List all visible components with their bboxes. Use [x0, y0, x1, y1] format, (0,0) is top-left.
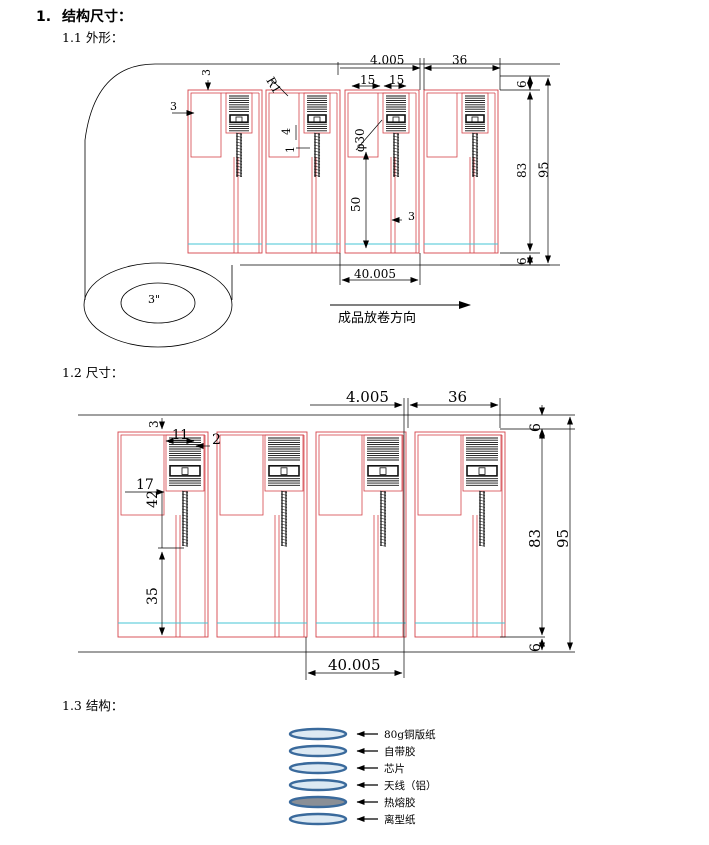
- antenna-inlay: [165, 434, 205, 547]
- figure-2-dimensions: [125, 398, 575, 680]
- antenna-inlay: [225, 92, 253, 177]
- antenna-inlay: [264, 434, 304, 547]
- dim-15b: 15: [389, 73, 404, 87]
- figure-2-text: 4.005 36 3 11 2 17 42 35 6 83 6 95 40.00…: [136, 388, 572, 674]
- dim-15a: 15: [360, 73, 375, 87]
- section-number: 1.: [36, 9, 52, 25]
- core-size-label: 3": [148, 293, 160, 306]
- subheading-shape: 1.1 外形：: [62, 30, 124, 45]
- dim-label-height-1: 83: [515, 163, 529, 178]
- dim-phi30: φ30: [353, 128, 367, 152]
- dim-4: 4: [280, 128, 293, 135]
- dim-bottom-margin-2: 6: [528, 643, 544, 652]
- figure-1-text: 4.005 36 15 15 R1 3 3 4 1 φ30 50 3 6 83 …: [148, 53, 552, 326]
- layer-disc: [288, 727, 348, 741]
- layer-label: 自带胶: [384, 745, 416, 758]
- dim-gap-1: 4.005: [370, 53, 404, 67]
- antenna-inlay: [303, 92, 331, 177]
- layer-item: 芯片: [288, 761, 405, 775]
- layer-disc: [288, 761, 348, 775]
- dim-gap-2: 4.005: [346, 388, 389, 406]
- antenna-inlay: [363, 434, 403, 547]
- layer-disc: [288, 778, 348, 792]
- dim-50: 50: [349, 197, 363, 212]
- layer-label: 热熔胶: [384, 796, 416, 809]
- roll-core: [120, 282, 196, 324]
- rfid-label: [315, 431, 407, 638]
- dim-3-left: 3: [170, 100, 177, 113]
- layer-item: 离型纸: [288, 812, 416, 826]
- dim-total-height-2: 95: [554, 529, 572, 548]
- roll-outer-end: [83, 262, 233, 348]
- layer-disc: [288, 744, 348, 758]
- dim-1: 1: [284, 146, 297, 153]
- antenna-inlay: [462, 434, 502, 547]
- layer-item: 自带胶: [288, 744, 416, 758]
- dim-pitch-1: 40.005: [354, 267, 396, 281]
- dim-35: 35: [145, 587, 161, 605]
- dim-3-2: 3: [147, 420, 161, 428]
- rfid-label: [344, 89, 420, 254]
- rfid-label: [216, 431, 308, 638]
- rfid-label: [187, 89, 263, 254]
- layer-label: 80g铜版纸: [384, 728, 436, 741]
- dim-width-2: 36: [448, 388, 467, 406]
- layer-disc: [288, 812, 348, 826]
- dim-total-height-1: 95: [537, 161, 552, 178]
- layer-label: 离型纸: [384, 813, 416, 826]
- dim-top-margin-1: 6: [515, 80, 529, 88]
- antenna-inlay: [382, 92, 410, 177]
- section-title: 结构尺寸：: [62, 9, 132, 25]
- roll-body: [84, 63, 156, 300]
- dim-17: 17: [136, 477, 154, 493]
- figure-2-web: [78, 414, 550, 653]
- rfid-label: [414, 431, 506, 638]
- subheading-structure: 1.3 结构：: [62, 698, 124, 713]
- layer-label: 芯片: [384, 762, 405, 775]
- dim-label-height-2: 83: [526, 529, 544, 548]
- section-heading: 1. 结构尺寸：: [36, 6, 132, 26]
- dim-width-1: 36: [452, 53, 467, 67]
- dim-3-small: 3: [408, 210, 415, 223]
- rfid-label: [117, 431, 209, 638]
- layer-label: 天线（铝）: [384, 779, 437, 792]
- dim-3-top: 3: [200, 69, 213, 76]
- antenna-inlay: [461, 92, 489, 177]
- dim-2: 2: [212, 432, 221, 448]
- dim-11: 11: [172, 428, 189, 443]
- layer-item: 80g铜版纸: [288, 727, 436, 741]
- dim-pitch-2: 40.005: [328, 656, 381, 674]
- dim-top-margin-2: 6: [528, 423, 544, 432]
- subheading-size: 1.2 尺寸：: [62, 365, 124, 380]
- rfid-label: [265, 89, 341, 254]
- dim-bottom-margin-1: 6: [515, 257, 529, 265]
- direction-label: 成品放卷方向: [338, 310, 416, 326]
- dim-42: 42: [145, 490, 161, 508]
- layer-item: 天线（铝）: [288, 778, 437, 792]
- rfid-label: [423, 89, 499, 254]
- layer-disc: [288, 795, 348, 809]
- figure-1-dimensions: [172, 58, 551, 285]
- layer-item: 热熔胶: [288, 795, 416, 809]
